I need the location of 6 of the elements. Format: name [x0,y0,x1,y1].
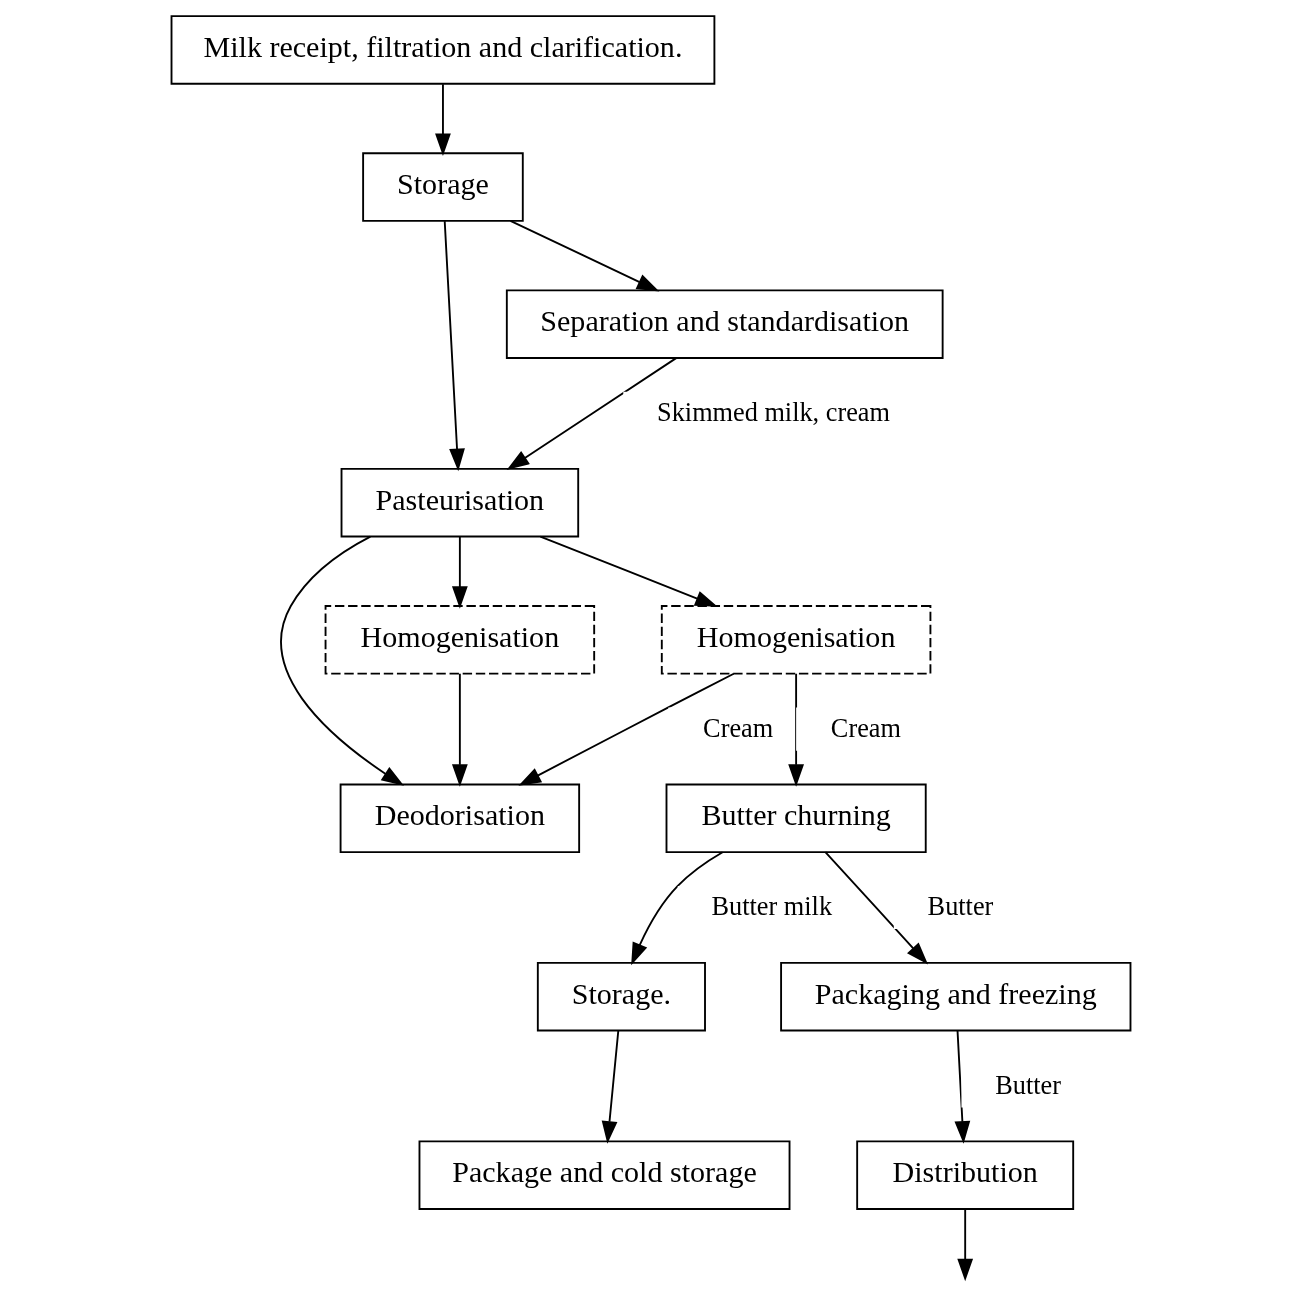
edge-label: Cream [830,713,901,743]
edge-label: Butter milk [711,892,832,922]
edge-label: Cream [702,713,773,743]
edge-label: Butter [994,1070,1061,1100]
edge-label: Butter [927,892,993,922]
edge-label: Skimmed milk, cream [656,398,890,428]
